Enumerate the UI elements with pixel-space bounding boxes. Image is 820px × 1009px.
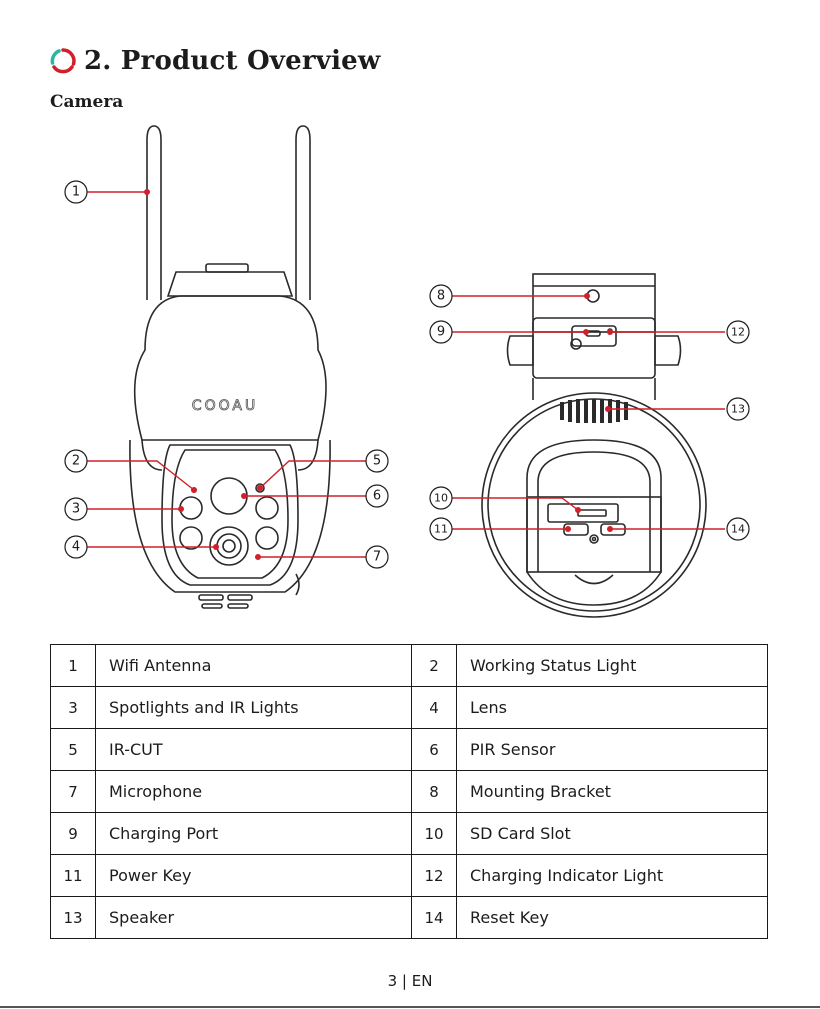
legend-label: Wifi Antenna bbox=[96, 645, 412, 687]
legend-number: 2 bbox=[412, 645, 457, 687]
legend-number: 6 bbox=[412, 729, 457, 771]
legend-label: Reset Key bbox=[457, 897, 768, 939]
legend-label: Microphone bbox=[96, 771, 412, 813]
legend-number: 3 bbox=[51, 687, 96, 729]
legend-number: 14 bbox=[412, 897, 457, 939]
legend-number: 11 bbox=[51, 855, 96, 897]
callout-13: 13 bbox=[731, 403, 745, 416]
camera-dome bbox=[135, 296, 326, 440]
callout-6: 6 bbox=[373, 489, 381, 504]
camera-diagram: COOAU bbox=[0, 115, 820, 635]
callout-4: 4 bbox=[72, 540, 80, 555]
legend-label: Mounting Bracket bbox=[457, 771, 768, 813]
parts-legend-table: 1 Wifi Antenna 2 Working Status Light 3 … bbox=[50, 644, 768, 939]
antenna-right bbox=[296, 126, 310, 300]
spotlight-right-bottom bbox=[256, 527, 278, 549]
spotlight-left-bottom bbox=[180, 527, 202, 549]
legend-label: Charging Port bbox=[96, 813, 412, 855]
callout-8: 8 bbox=[437, 289, 445, 304]
table-row: 5 IR-CUT 6 PIR Sensor bbox=[51, 729, 768, 771]
callout-7: 7 bbox=[373, 550, 381, 565]
legend-number: 1 bbox=[51, 645, 96, 687]
page-subtitle: Camera bbox=[50, 92, 123, 112]
legend-number: 10 bbox=[412, 813, 457, 855]
legend-number: 4 bbox=[412, 687, 457, 729]
legend-label: Lens bbox=[457, 687, 768, 729]
legend-number: 13 bbox=[51, 897, 96, 939]
table-row: 13 Speaker 14 Reset Key bbox=[51, 897, 768, 939]
legend-label: Speaker bbox=[96, 897, 412, 939]
mounting-bracket bbox=[533, 274, 655, 332]
section-logo-icon bbox=[50, 48, 76, 74]
callout-12: 12 bbox=[731, 326, 745, 339]
callout-10: 10 bbox=[434, 492, 448, 505]
table-row: 3 Spotlights and IR Lights 4 Lens bbox=[51, 687, 768, 729]
legend-label: Charging Indicator Light bbox=[457, 855, 768, 897]
legend-label: SD Card Slot bbox=[457, 813, 768, 855]
legend-label: PIR Sensor bbox=[457, 729, 768, 771]
legend-number: 7 bbox=[51, 771, 96, 813]
antenna-left bbox=[147, 126, 161, 300]
legend-number: 8 bbox=[412, 771, 457, 813]
legend-number: 12 bbox=[412, 855, 457, 897]
callout-14: 14 bbox=[731, 523, 745, 536]
bottom-divider bbox=[0, 1006, 820, 1008]
table-row: 7 Microphone 8 Mounting Bracket bbox=[51, 771, 768, 813]
speaker-grille bbox=[560, 399, 628, 423]
callout-5: 5 bbox=[373, 454, 381, 469]
callout-3: 3 bbox=[72, 502, 80, 517]
callout-1: 1 bbox=[72, 185, 80, 200]
legend-label: IR-CUT bbox=[96, 729, 412, 771]
table-row: 1 Wifi Antenna 2 Working Status Light bbox=[51, 645, 768, 687]
callout-2: 2 bbox=[72, 454, 80, 469]
section-header: 2. Product Overview bbox=[50, 46, 380, 76]
brand-text: COOAU bbox=[192, 398, 258, 414]
legend-label: Spotlights and IR Lights bbox=[96, 687, 412, 729]
sd-card-slot bbox=[548, 504, 618, 522]
legend-label: Working Status Light bbox=[457, 645, 768, 687]
legend-number: 5 bbox=[51, 729, 96, 771]
table-row: 9 Charging Port 10 SD Card Slot bbox=[51, 813, 768, 855]
table-row: 11 Power Key 12 Charging Indicator Light bbox=[51, 855, 768, 897]
page-title: 2. Product Overview bbox=[84, 46, 380, 76]
legend-label: Power Key bbox=[96, 855, 412, 897]
page-footer: 3 | EN bbox=[0, 972, 820, 990]
spotlight-right-top bbox=[256, 497, 278, 519]
callout-11: 11 bbox=[434, 523, 448, 536]
legend-number: 9 bbox=[51, 813, 96, 855]
callout-9: 9 bbox=[437, 325, 445, 340]
